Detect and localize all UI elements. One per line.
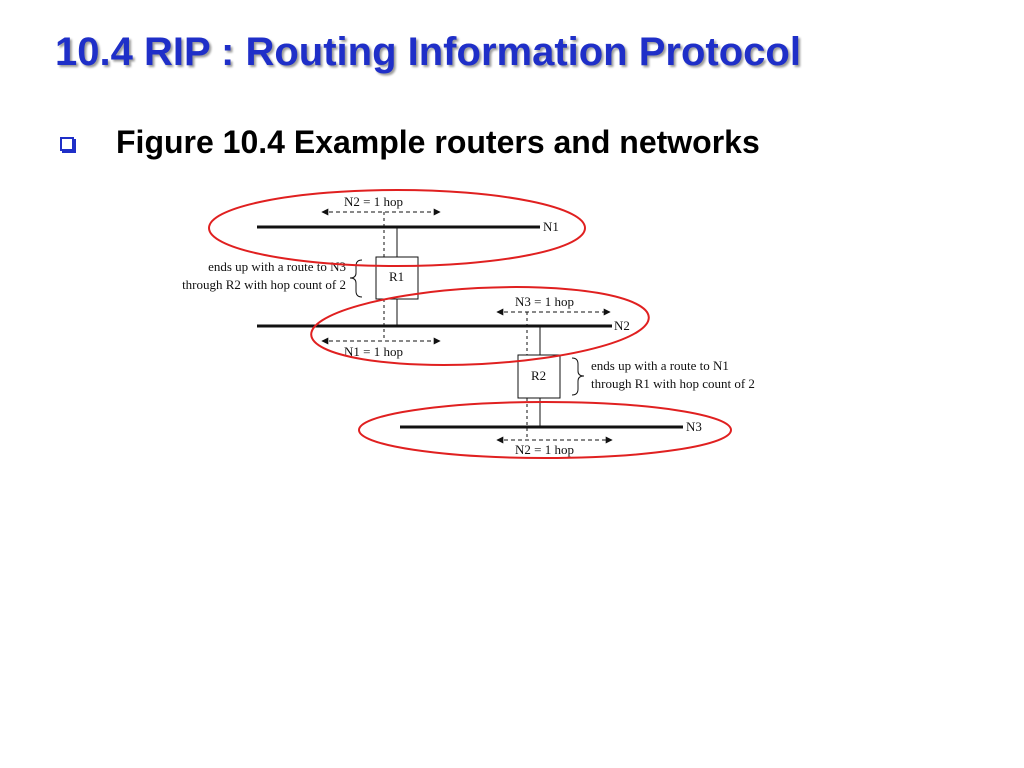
router-r1-box [375, 256, 419, 300]
r2-top-hop-label: N3 = 1 hop [515, 294, 574, 309]
r2-bottom-hop-label: N2 = 1 hop [515, 442, 574, 457]
bullet-item: Figure 10.4 Example routers and networks [60, 124, 760, 161]
r1-note-line1: ends up with a route to N3 [208, 259, 346, 274]
r1-top-hop-label: N2 = 1 hop [344, 194, 403, 209]
router-r2-label: R2 [531, 368, 546, 383]
square-bullet-icon [60, 136, 74, 151]
highlight-ellipse-n2 [310, 286, 650, 366]
r2-note-line1: ends up with a route to N1 [591, 358, 729, 373]
r1-bottom-hop-label: N1 = 1 hop [344, 344, 403, 359]
r1-note-brace [349, 259, 363, 298]
network-n1-label: N1 [543, 219, 559, 234]
r2-note-brace [571, 357, 585, 396]
router-r1-label: R1 [389, 269, 404, 284]
network-n2-label: N2 [614, 318, 630, 333]
router-r2-box [517, 354, 561, 399]
highlight-ellipse-n3 [358, 401, 732, 459]
r2-note-line2: through R1 with hop count of 2 [591, 376, 755, 391]
slide-title: 10.4 RIP : Routing Information Protocol [55, 30, 801, 74]
network-n3-label: N3 [686, 419, 702, 434]
highlight-ellipse-n1 [208, 189, 586, 267]
r1-note-line2: through R2 with hop count of 2 [182, 277, 346, 292]
bullet-text: Figure 10.4 Example routers and networks [116, 124, 760, 160]
